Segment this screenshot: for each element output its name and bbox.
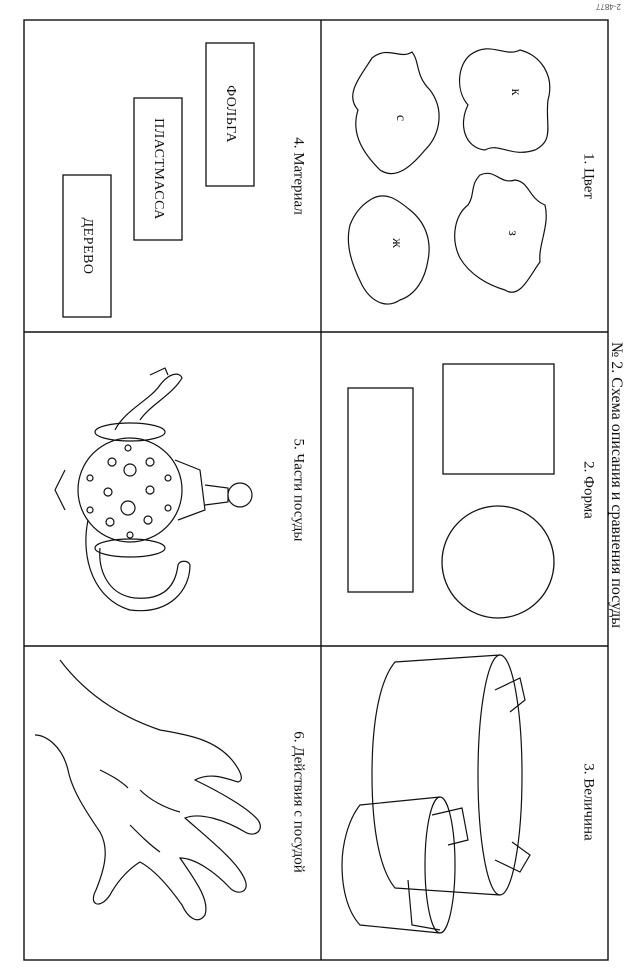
blob-letter-k: к [508, 88, 523, 96]
circle-shape [441, 505, 555, 619]
teapot-spout-tip [149, 367, 169, 376]
square-shape [442, 363, 555, 475]
teapot-knob [227, 482, 253, 508]
small-pot-body [341, 796, 441, 934]
material-box-wood [62, 174, 112, 318]
material-plastic: ПЛАСТМАССА [151, 118, 166, 220]
teapot-body [77, 437, 183, 543]
shape-figures [347, 363, 555, 619]
blob-k [459, 48, 551, 153]
teapot-handle [85, 519, 191, 612]
rectangle-shape [347, 387, 414, 593]
pots-drawing [341, 654, 531, 934]
color-blobs [347, 48, 551, 305]
teapot-spout [114, 373, 183, 431]
big-pot-rim [477, 654, 523, 896]
material-panel-label: 4. Материал [290, 137, 307, 215]
shape-panel-label: 2. Форма [580, 461, 597, 519]
blob-letter-s: с [393, 114, 408, 122]
blob-letter-z: з [505, 230, 520, 236]
big-pot-handle-top [494, 677, 526, 713]
color-panel-label: 1. Цвет [580, 152, 597, 200]
hand-outline [34, 659, 261, 921]
grid-frame [23, 19, 609, 961]
big-pot-body [371, 654, 501, 896]
parts-panel-label: 5. Части посуды [290, 438, 307, 542]
hand-drawing [34, 659, 261, 921]
blob-z [454, 172, 547, 293]
small-pot-rim [424, 796, 456, 934]
small-pot-handle-top [431, 807, 469, 846]
material-boxes [62, 42, 255, 318]
material-box-foil [205, 42, 255, 187]
blob-letter-zh: ж [389, 238, 404, 248]
material-foil: ФОЛЬГА [223, 85, 238, 143]
size-panel-label: 3. Величина [580, 763, 597, 841]
teapot-drawing [54, 367, 253, 612]
big-pot-handle-bottom [494, 841, 531, 873]
small-pot-handle-bottom [407, 879, 441, 931]
actions-panel-label: 6. Действия с посудой [290, 731, 307, 873]
blob-s [352, 51, 440, 175]
teapot-dots [86, 444, 172, 539]
teapot-base [54, 469, 66, 511]
teapot-lid [174, 459, 206, 521]
blob-zh [347, 195, 430, 305]
material-box-plastic [133, 97, 183, 241]
material-wood: ДЕРЕВО [80, 217, 95, 275]
